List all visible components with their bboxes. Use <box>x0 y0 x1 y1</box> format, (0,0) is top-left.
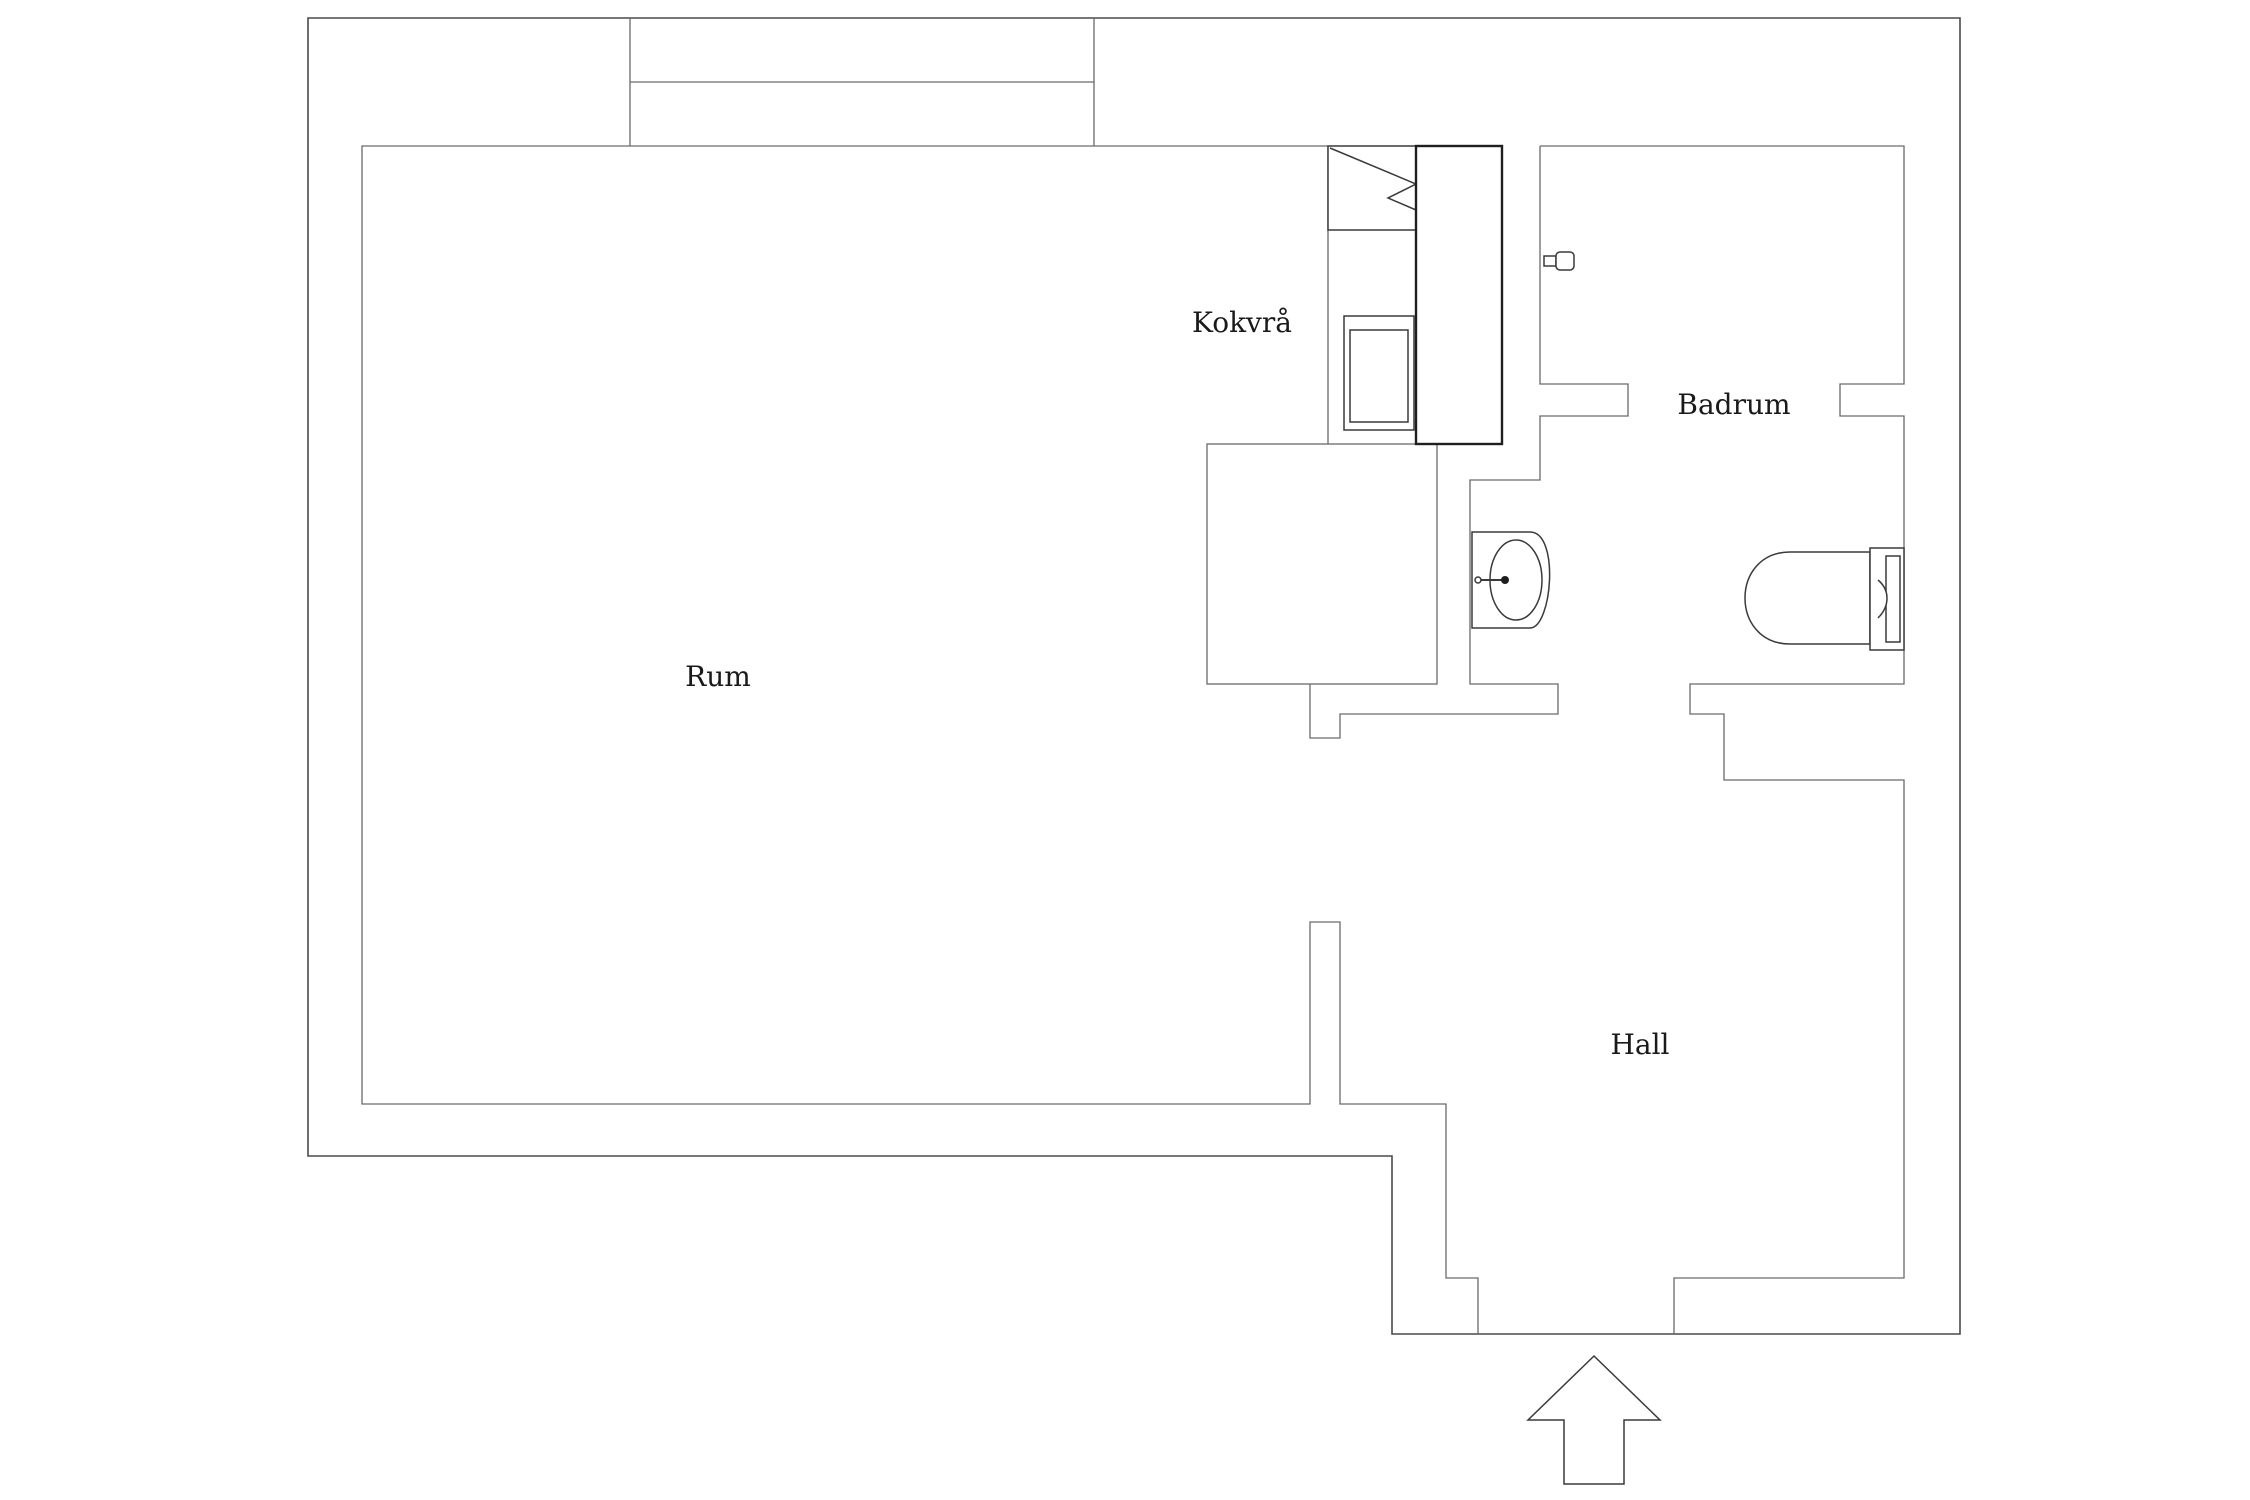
kitchen-counter <box>1414 144 1504 446</box>
room-label-kokvra: Kokvrå <box>1192 306 1292 339</box>
tap-icon <box>1543 251 1575 271</box>
outer-wall <box>307 17 1961 1335</box>
bathroom-left-wall <box>1309 146 1629 739</box>
window-top <box>629 18 1095 146</box>
room-label-rum: Rum <box>685 660 751 693</box>
toilet-icon <box>1744 547 1905 651</box>
room-label-hall: Hall <box>1610 1028 1669 1061</box>
room-label-badrum: Badrum <box>1677 388 1790 421</box>
closet <box>1206 443 1438 685</box>
stove-icon <box>1327 145 1419 431</box>
rum-inner-wall <box>361 145 1479 1334</box>
entrance-arrow-icon <box>1526 1354 1662 1485</box>
sink-icon <box>1471 531 1551 629</box>
bathroom-upper-wall <box>1540 145 1905 1334</box>
